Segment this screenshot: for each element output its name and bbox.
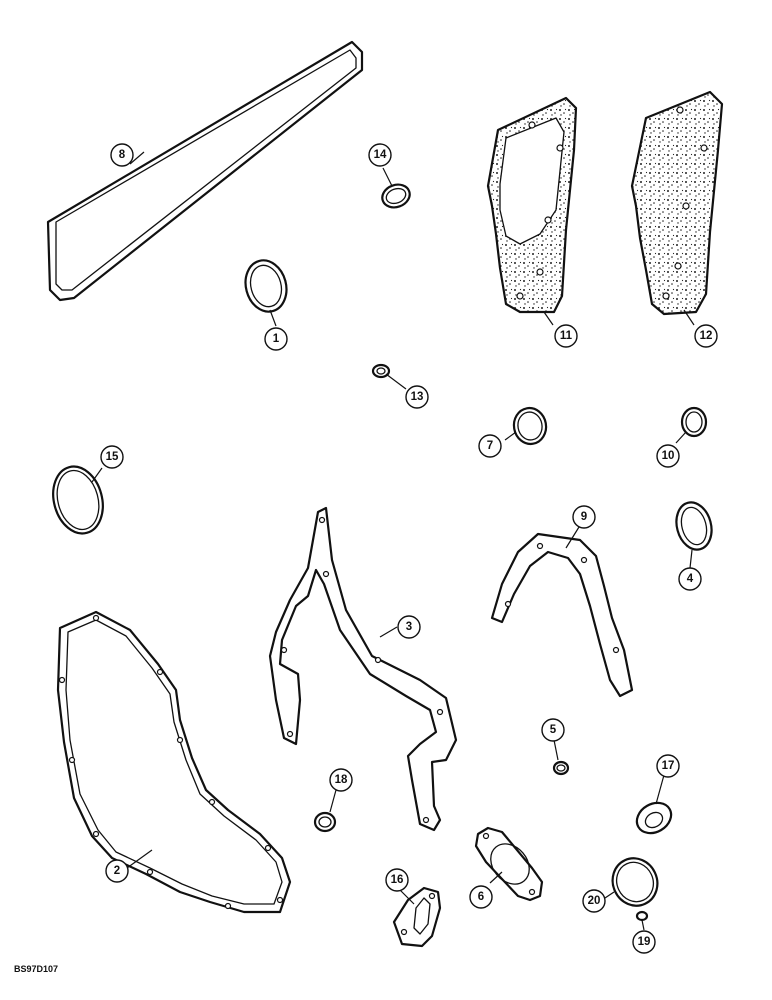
- callout-10: 10: [656, 444, 680, 468]
- svg-text:16: 16: [391, 874, 404, 886]
- callout-5: 5: [541, 718, 565, 742]
- part-1-seal-ring: [244, 259, 288, 313]
- callout-4: 4: [678, 567, 702, 591]
- callout-6: 6: [469, 885, 493, 909]
- svg-text:15: 15: [106, 451, 119, 463]
- callout-17: 17: [656, 754, 680, 778]
- part-16-flange-gasket: [392, 886, 442, 948]
- callout-14: 14: [368, 143, 392, 167]
- callout-1: 1: [264, 327, 288, 351]
- callout-2: 2: [105, 859, 129, 883]
- callout-3: 3: [397, 615, 421, 639]
- svg-text:13: 13: [411, 391, 424, 403]
- part-12-cover-gasket: [630, 90, 724, 316]
- part-18-o-ring: [313, 811, 337, 833]
- svg-text:19: 19: [638, 936, 651, 948]
- part-7-o-ring: [512, 406, 548, 446]
- svg-text:3: 3: [406, 621, 412, 633]
- part-15-o-ring: [52, 465, 104, 535]
- leader-lines: [91, 151, 695, 931]
- callout-9: 9: [572, 505, 596, 529]
- part-8-valve-cover-gasket: [46, 40, 364, 302]
- svg-text:17: 17: [662, 760, 675, 772]
- callout-20: 20: [582, 889, 606, 913]
- callout-12: 12: [694, 324, 718, 348]
- svg-text:2: 2: [114, 865, 120, 877]
- part-14-o-ring: [381, 183, 411, 209]
- svg-text:4: 4: [687, 573, 694, 585]
- svg-text:20: 20: [588, 895, 601, 907]
- svg-text:14: 14: [374, 149, 387, 161]
- part-11-cover-gasket: [486, 96, 578, 314]
- callout-13: 13: [405, 385, 429, 409]
- svg-text:9: 9: [581, 511, 587, 523]
- svg-text:10: 10: [662, 450, 675, 462]
- callout-7: 7: [478, 434, 502, 458]
- part-9-housing-gasket: [490, 532, 634, 698]
- svg-text:1: 1: [273, 333, 280, 345]
- callout-16: 16: [385, 868, 409, 892]
- part-19-o-ring: [635, 910, 649, 922]
- part-2-front-cover-gasket: [56, 610, 292, 914]
- part-20-seal-ring: [611, 857, 659, 907]
- callout-11: 11: [554, 324, 578, 348]
- part-3-gear-cover-gasket: [268, 506, 458, 832]
- part-6-flange-gasket: [474, 826, 544, 902]
- svg-text:18: 18: [335, 774, 348, 786]
- callout-15: 15: [100, 445, 124, 469]
- svg-text:5: 5: [550, 724, 557, 736]
- part-10-o-ring: [680, 406, 708, 438]
- svg-text:6: 6: [478, 891, 484, 903]
- svg-text:8: 8: [119, 149, 126, 161]
- svg-text:7: 7: [487, 440, 493, 452]
- svg-text:11: 11: [560, 330, 573, 342]
- part-5-o-ring: [552, 760, 570, 776]
- drawing-id-label: BS97D107: [14, 964, 59, 974]
- svg-text:12: 12: [700, 330, 713, 342]
- callout-19: 19: [632, 930, 656, 954]
- part-13-washer: [371, 363, 391, 379]
- part-4-seal-ring: [675, 501, 713, 551]
- callout-8: 8: [110, 143, 134, 167]
- callout-18: 18: [329, 768, 353, 792]
- part-17-seal-washer: [635, 801, 673, 835]
